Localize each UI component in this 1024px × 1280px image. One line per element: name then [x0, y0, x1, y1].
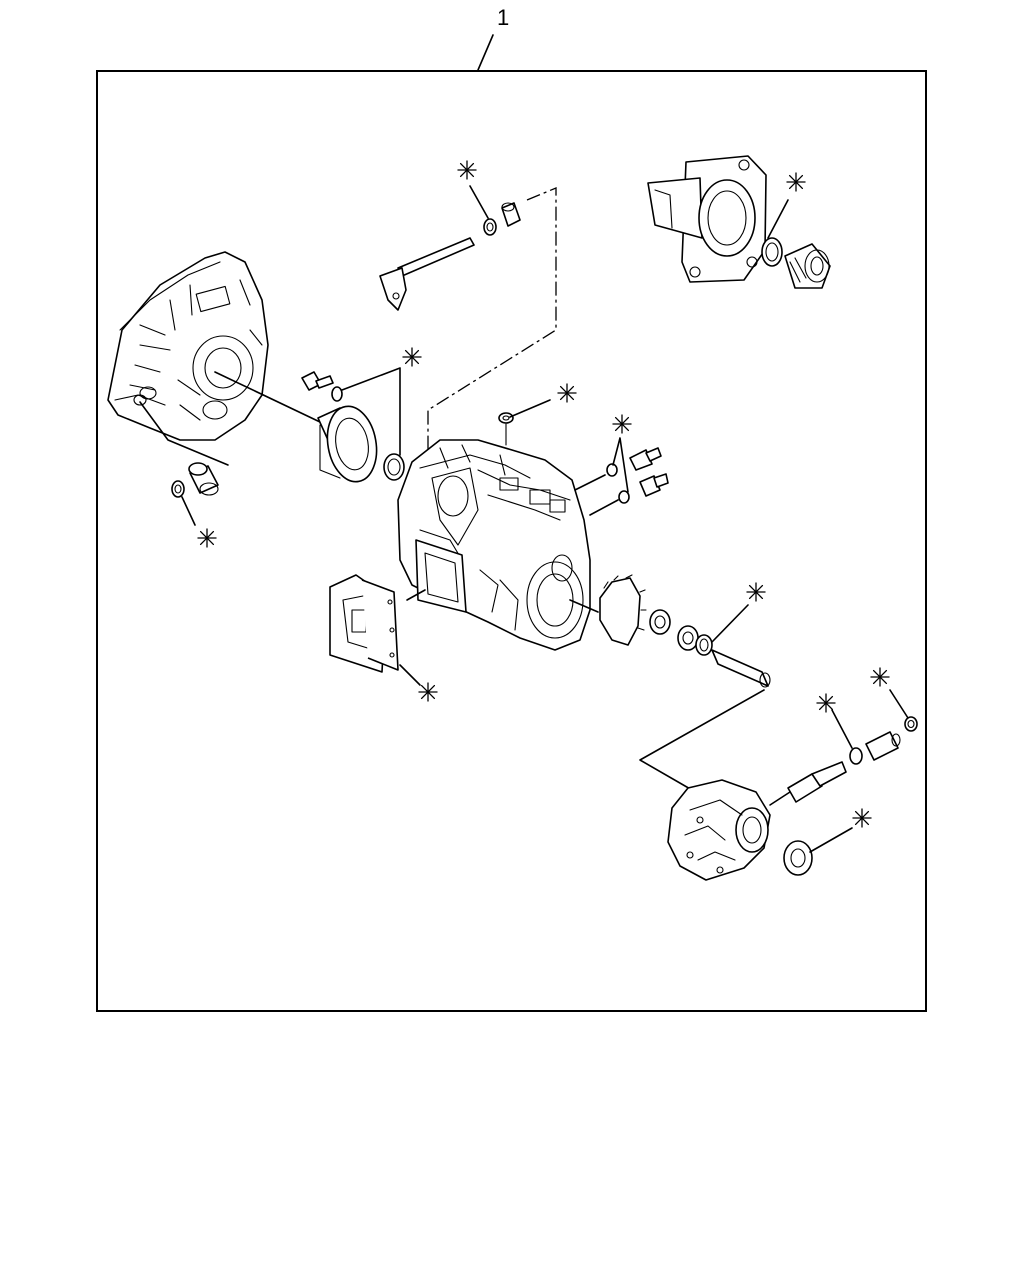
nut-shift-rod[interactable]	[501, 202, 521, 227]
leader-shaft-to-adapter	[639, 689, 765, 791]
leader-kit-marker-front-seal	[341, 367, 401, 456]
leader-kit-marker-side-cover	[399, 664, 421, 686]
kit-marker-asterisk	[816, 693, 836, 713]
kit-marker-asterisk	[852, 808, 872, 828]
kit-part-markers	[197, 160, 890, 828]
washer-lower-left[interactable]	[171, 480, 185, 498]
leader-kit-marker-right-washers	[612, 437, 629, 493]
assembly-callout-leader	[477, 34, 494, 71]
countershaft-pin[interactable]	[711, 649, 771, 688]
washer-speedometer[interactable]	[849, 747, 863, 765]
leader-washers-to-case	[574, 474, 619, 516]
speedometer-driven-gear[interactable]	[787, 761, 847, 803]
kit-marker-asterisk	[746, 582, 766, 602]
bolt-case-right-lower[interactable]	[639, 473, 669, 497]
leader-kit-marker-speedo-washer	[831, 709, 853, 749]
o-ring-rear[interactable]	[761, 237, 783, 267]
kit-marker-asterisk	[197, 528, 217, 548]
oil-seal-rear[interactable]	[783, 840, 813, 876]
rear-extension-housing[interactable]	[647, 155, 767, 283]
kit-marker-asterisk	[457, 160, 477, 180]
clutch-housing[interactable]	[107, 251, 269, 441]
input-shaft-retainer[interactable]	[317, 402, 382, 485]
counter-gear[interactable]	[599, 574, 671, 646]
gasket-side-cover[interactable]	[415, 539, 467, 613]
leader-kit-marker-top-center	[509, 399, 551, 418]
kit-marker-asterisk	[870, 667, 890, 687]
leader-kit-marker-shift-rod	[469, 185, 489, 219]
washer-front-cover[interactable]	[331, 386, 343, 402]
kit-marker-asterisk	[557, 383, 577, 403]
o-ring-counter[interactable]	[695, 634, 713, 656]
washer-case-right-upper[interactable]	[606, 463, 618, 477]
leader-housing-to-pin	[139, 401, 229, 466]
leader-kit-marker-counter-ring	[711, 604, 749, 643]
speedometer-sleeve[interactable]	[784, 243, 831, 289]
kit-marker-asterisk	[418, 682, 438, 702]
dowel-pin[interactable]	[188, 462, 219, 496]
oil-seal-front[interactable]	[383, 453, 405, 481]
cap-speedometer[interactable]	[904, 716, 918, 732]
bolt-case-right-upper[interactable]	[629, 447, 662, 471]
shift-rod[interactable]	[379, 237, 475, 311]
assembly-callout-number: 1	[497, 5, 509, 30]
dash-line-shift-rod	[427, 187, 557, 465]
leader-gear-to-case	[569, 599, 599, 613]
speedometer-sleeve-rear[interactable]	[865, 731, 901, 761]
washer-case-right-lower[interactable]	[618, 490, 630, 504]
rear-adapter-housing[interactable]	[667, 779, 771, 881]
washer-top-center[interactable]	[498, 412, 514, 424]
leader-gear-to-adapter	[769, 791, 791, 806]
kit-marker-asterisk	[786, 172, 806, 192]
kit-marker-asterisk	[402, 347, 422, 367]
kit-frame-border	[96, 70, 927, 1012]
leader-kit-marker-speedo-cap	[889, 689, 909, 719]
leader-kit-marker-rear-seal	[809, 827, 853, 853]
leader-housing-to-shaft	[214, 371, 321, 423]
leader-gasket-to-cover	[406, 589, 426, 601]
leader-kit-marker-rear-ring	[767, 199, 789, 239]
kit-marker-asterisk	[612, 414, 632, 434]
gasket-side-cover-outer[interactable]	[361, 579, 399, 671]
bolt-front-cover[interactable]	[301, 371, 334, 391]
leader-kit-marker-lower-left	[181, 496, 196, 526]
bearing-counter[interactable]	[677, 625, 699, 651]
washer-shift-rod[interactable]	[483, 218, 497, 236]
